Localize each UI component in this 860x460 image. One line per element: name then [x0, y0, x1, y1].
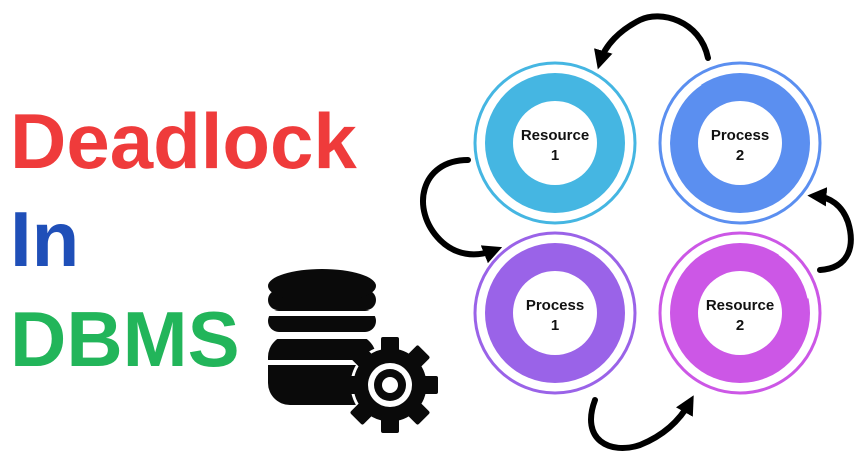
node-outer-ring: [473, 231, 637, 395]
gear-icon: [342, 337, 438, 433]
node-center: [513, 271, 597, 355]
node-center: [698, 271, 782, 355]
node-label-number: 1: [551, 147, 559, 164]
node-outer-ring: [658, 61, 822, 225]
node-gap: [524, 66, 618, 103]
node-label-number: 2: [736, 147, 744, 164]
node-label-name: Resource: [706, 297, 774, 314]
node-label-name: Process: [526, 297, 584, 314]
node-outer-ring: [473, 61, 637, 225]
node-resource-1: Resource 1: [473, 61, 637, 225]
node-label-number: 1: [551, 317, 559, 334]
node-outer-ring: [658, 231, 822, 395]
arrow-process2-to-resource1: [594, 13, 711, 70]
title-deadlock: Deadlock: [10, 97, 357, 185]
database-stack-icon: [262, 269, 382, 405]
node-gap: [524, 353, 618, 390]
title-dbms: DBMS: [10, 295, 240, 383]
arrow-resource1-to-process1: [420, 157, 503, 264]
node-process-1: Process 1: [473, 231, 637, 395]
node-gap: [778, 250, 813, 299]
node-label-name: Process: [711, 127, 769, 144]
node-label-number: 2: [736, 317, 744, 334]
node-center: [513, 101, 597, 185]
node-gap: [665, 80, 702, 164]
arrow-process1-to-resource2: [588, 395, 694, 451]
node-center: [698, 101, 782, 185]
database-gear-icon: [262, 269, 438, 433]
node-process-2: Process 2: [658, 61, 822, 225]
node-label-name: Resource: [521, 127, 589, 144]
arrow-resource2-to-process2: [807, 187, 854, 273]
node-resource-2: Resource 2: [658, 231, 822, 395]
title-in: In: [10, 195, 80, 283]
